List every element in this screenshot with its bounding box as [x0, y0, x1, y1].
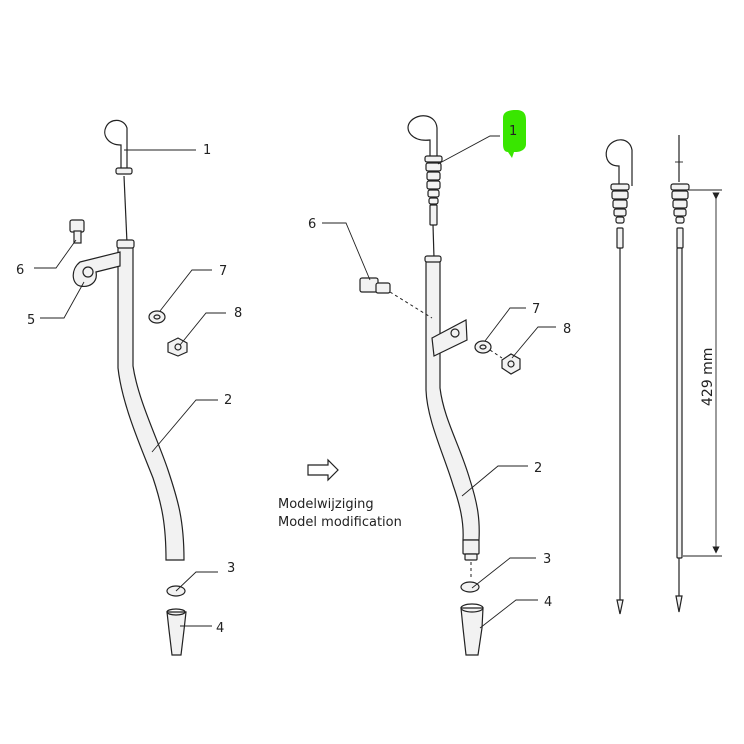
callout-6: 6	[16, 263, 24, 278]
new-dipstick-handle	[407, 115, 443, 259]
callout-6: 6	[308, 217, 316, 232]
old-dipstick-handle	[104, 119, 133, 244]
length-dimension: 429 mm	[683, 189, 722, 557]
dipstick-view-b	[670, 135, 690, 613]
old-socket	[166, 611, 187, 656]
old-nut	[167, 337, 188, 357]
callout-5: 5	[27, 313, 35, 328]
callout-2: 2	[534, 461, 542, 476]
new-o-ring	[460, 581, 480, 593]
dimension-label: 429 mm	[700, 348, 716, 406]
dipstick-view-a	[605, 139, 633, 615]
old-bracket	[72, 251, 121, 287]
callout-8: 8	[563, 322, 571, 337]
old-guide-tube	[116, 239, 185, 561]
new-model-assembly: 1 2 3 4 6 7 8	[308, 110, 571, 656]
old-bolt	[69, 219, 85, 244]
caption-line-dutch: Modelwijziging	[278, 497, 374, 512]
callout-8: 8	[234, 306, 242, 321]
right-arrow-icon	[307, 458, 339, 482]
new-bracket-plate	[431, 319, 468, 357]
callout-4: 4	[544, 595, 552, 610]
callout-7: 7	[532, 302, 540, 317]
old-washer	[148, 310, 166, 324]
new-socket	[460, 607, 484, 656]
callout-3: 3	[543, 552, 551, 567]
callout-7: 7	[219, 264, 227, 279]
callout-1: 1	[203, 143, 211, 158]
new-bolt	[359, 277, 391, 294]
callout-2: 2	[224, 393, 232, 408]
old-model-assembly: 1 2 3 4 5 6 7 8	[16, 119, 242, 656]
callout-4: 4	[216, 621, 224, 636]
callout-3: 3	[227, 561, 235, 576]
new-washer	[474, 340, 492, 354]
callout-1-highlight	[503, 110, 526, 158]
new-guide-tube	[424, 255, 480, 561]
caption-line-english: Model modification	[278, 515, 402, 530]
callout-1: 1	[509, 124, 517, 139]
new-nut	[501, 353, 521, 375]
